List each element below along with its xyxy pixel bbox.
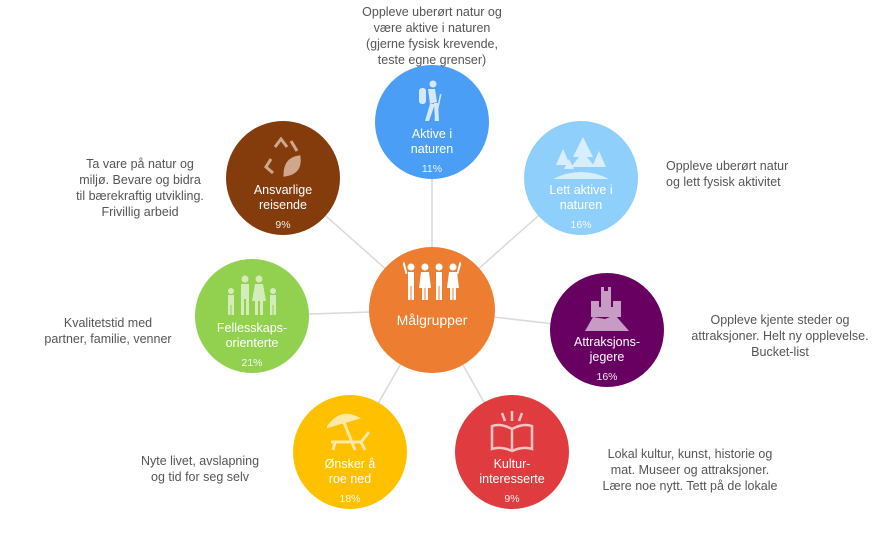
group-label: Fellesskaps- orienterte [216,321,288,350]
description-ansvarlige: Ta vare på natur og miljø. Bevare og bid… [76,157,204,219]
hiker-icon [415,79,449,123]
description-aktive: Oppleve uberørt natur og være aktive i n… [362,5,502,67]
beach-chair-icon [327,409,373,453]
node-kulturinteresserte: Kultur- interesserte 9% [455,395,569,509]
group-percent: 16% [596,371,618,383]
node-onsker-a-roe-ned: Ønsker å roe ned 18% [293,395,407,509]
group-label: Lett aktive i naturen [549,183,613,212]
recycle-leaf-icon [263,135,303,179]
description-lett-aktive: Oppleve uberørt natur og lett fysisk akt… [666,159,789,189]
group-percent: 21% [241,357,263,369]
node-fellesskapsorienterte: Fellesskaps- orienterte 21% [195,259,309,373]
book-icon [487,409,537,453]
group-label: Kultur- interesserte [479,457,545,486]
node-ansvarlige-reisende: Ansvarlige reisende 9% [226,121,340,235]
node-aktive: Aktive i naturen 11% [375,65,489,179]
group-percent: 18% [339,493,361,505]
description-felles: Kvalitetstid med partner, familie, venne… [44,316,172,346]
node-lett-aktive: Lett aktive i naturen 16% [524,121,638,235]
group-label: Aktive i naturen [410,127,454,156]
castle-icon [585,287,629,331]
group-label: Ansvarlige reisende [253,183,313,212]
node-attraksjonsjegere: Attraksjons- jegere 16% [550,273,664,387]
family-icon [224,273,280,317]
group-percent: 16% [570,219,592,231]
center-label: Målgrupper [396,312,468,328]
description-attraksjon: Oppleve kjente steder og attraksjoner. H… [691,313,869,359]
group-percent: 9% [275,219,291,231]
group-percent: 11% [421,163,443,175]
group-label: Ønsker å roe ned [324,457,376,486]
group-cheering-icon [403,259,461,305]
description-kultur: Lokal kultur, kunst, historie og mat. Mu… [602,447,778,493]
trees-icon [553,135,609,179]
group-percent: 9% [504,493,520,505]
center-node: Målgrupper [369,247,495,373]
description-roe: Nyte livet, avslapning og tid for seg se… [140,454,260,484]
group-label: Attraksjons- jegere [574,335,640,364]
